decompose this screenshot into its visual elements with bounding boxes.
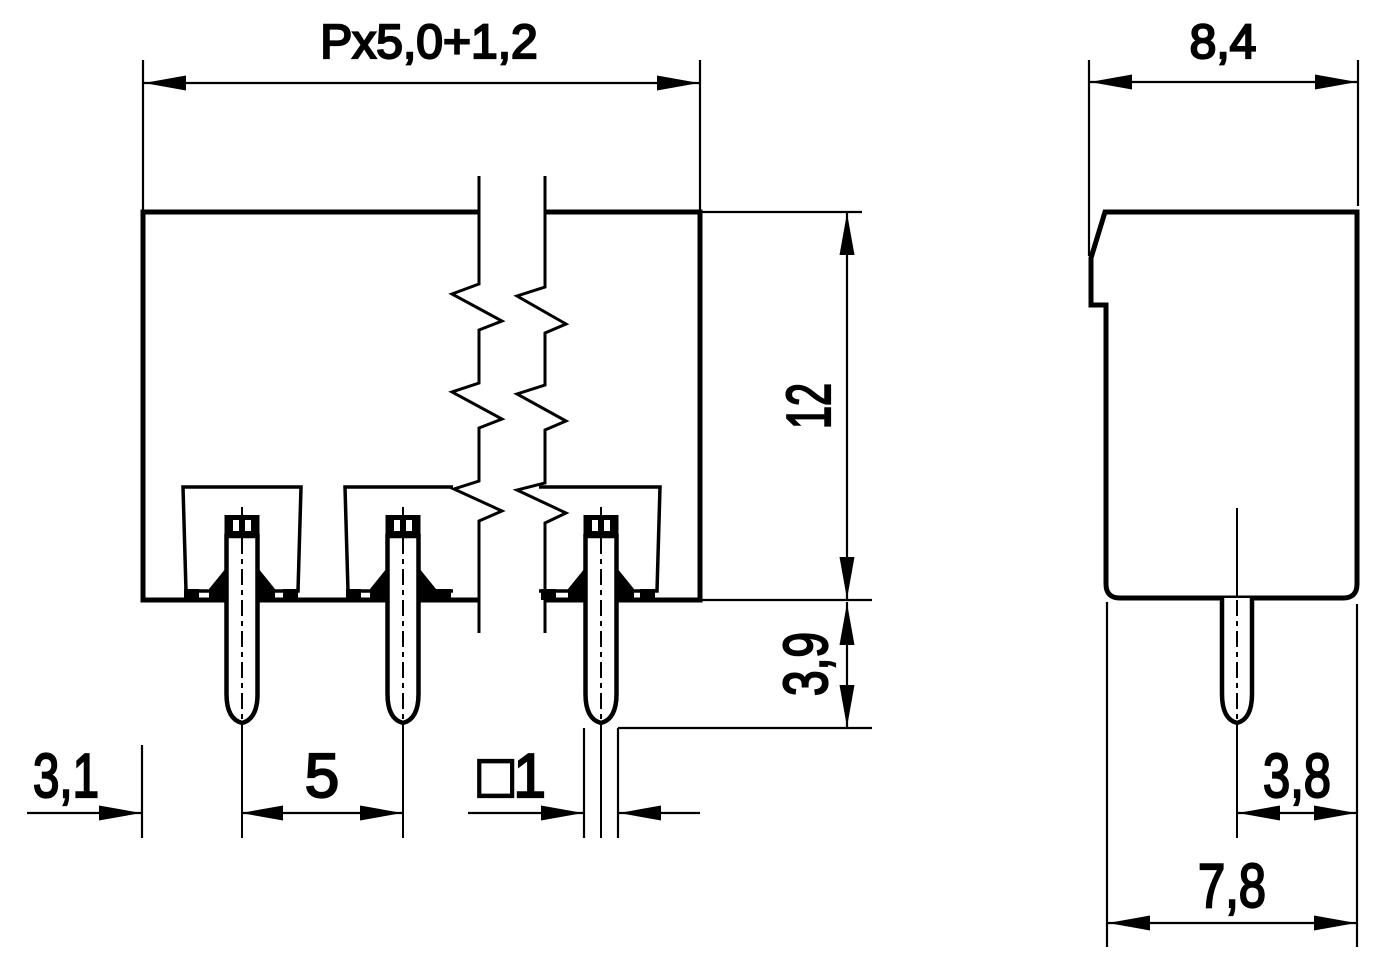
pin-collars [209, 568, 634, 600]
arrowhead-down-icon [839, 557, 855, 599]
dim-label-edge-to-pin: 3,1 [33, 742, 99, 811]
side-body-outline [1088, 209, 1360, 601]
dim-depth: 8,4 [1087, 15, 1360, 256]
arrowhead-left-icon [1090, 74, 1132, 90]
dim-label-pin-square: □1 [478, 742, 546, 811]
arrowhead-left-icon [1108, 915, 1150, 931]
arrowhead-left-icon [144, 75, 186, 91]
dim-pin-protrusion: 3,9 [618, 602, 872, 730]
pin-shaft [583, 533, 619, 726]
side-view: 8,4 3,8 7,8 [1087, 15, 1360, 947]
pin-2 [385, 507, 421, 838]
pin-3 [583, 507, 619, 838]
module-feet [184, 589, 655, 600]
arrowhead-right-icon [541, 805, 583, 821]
arrowhead-right-icon [1315, 74, 1357, 90]
break-line-left [448, 176, 506, 633]
dim-overall-width: Px5,0+1,2 [141, 15, 702, 210]
dim-pin-to-back: 3,8 [1237, 604, 1359, 947]
arrowhead-left-icon [619, 805, 661, 821]
arrowhead-down-icon [839, 685, 855, 727]
dim-edge-to-pin: 3,1 [27, 741, 144, 838]
dim-label-overall-width: Px5,0+1,2 [320, 16, 538, 69]
arrowhead-right-icon [1314, 915, 1356, 931]
dim-label-pin-pitch: 5 [305, 742, 339, 811]
dim-height: 12 [700, 210, 872, 602]
dim-label-pin-to-back: 3,8 [1263, 742, 1331, 811]
front-view: Px5,0+1,2 12 3,9 3,1 [27, 15, 872, 838]
arrowhead-right-icon [360, 805, 402, 821]
pin-shaft [385, 533, 421, 726]
arrowhead-up-icon [839, 603, 855, 645]
arrowhead-right-icon [657, 75, 699, 91]
pin-1 [224, 507, 260, 838]
dim-pin-square: □1 [468, 728, 700, 838]
front-body-outline-right [546, 209, 703, 603]
side-pin-shaft [1219, 598, 1255, 726]
dim-label-height: 12 [775, 383, 844, 429]
arrowhead-right-icon [99, 805, 141, 821]
arrowhead-up-icon [839, 213, 855, 255]
break-line-right [512, 176, 570, 633]
arrowhead-left-icon [1238, 805, 1280, 821]
pin-shaft [224, 533, 260, 726]
dim-label-depth: 8,4 [1190, 16, 1257, 69]
dim-pin-pitch: 5 [241, 741, 402, 821]
dim-label-pin-protrusion: 3,9 [772, 632, 841, 696]
arrowhead-left-icon [241, 805, 283, 821]
dim-body-depth: 7,8 [1105, 602, 1357, 947]
arrowhead-right-icon [1314, 805, 1356, 821]
front-body-outline-left [140, 209, 480, 603]
dim-label-body-depth: 7,8 [1198, 852, 1266, 921]
